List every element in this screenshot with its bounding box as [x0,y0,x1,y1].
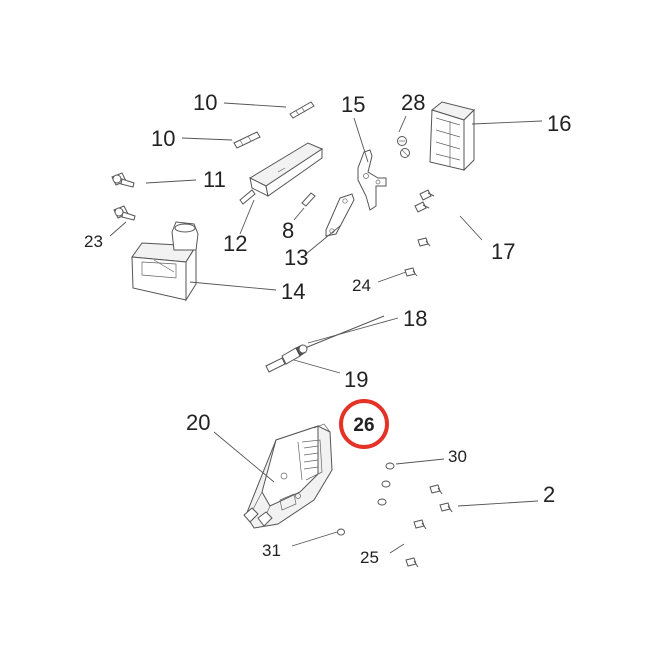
leader-lines [109,102,543,554]
callout-10-lower: 10 [151,126,175,151]
callout-20: 20 [186,410,210,435]
callout-19: 19 [344,367,368,392]
part-10-lower-pin [233,131,261,149]
part-14-bracket [131,221,199,302]
part-23-screw [113,205,136,221]
callout-18: 18 [403,306,427,331]
part-18-cable [299,315,385,351]
part-20-cover [243,423,333,529]
part-8-pin [301,192,316,207]
part-11-screw [111,172,135,188]
part-19-connector [265,344,308,373]
part-30-washers [377,462,395,506]
callout-14: 14 [281,279,305,304]
part-13-link [325,193,355,237]
part-16-module [429,101,475,172]
part-10-upper-pin [289,101,315,119]
callout-30: 30 [448,447,467,466]
callout-25: 25 [360,548,379,567]
callout-28: 28 [401,90,425,115]
callout-31: 31 [262,541,281,560]
highlight-callout-26[interactable]: 26 [339,399,389,449]
callout-2: 2 [543,482,555,507]
part-15-bracket [357,149,387,211]
callout-16: 16 [547,111,571,136]
callout-8: 8 [282,218,294,243]
callout-11: 11 [203,167,226,192]
callout-23: 23 [84,232,103,251]
part-12-housing [239,142,324,205]
callout-15: 15 [341,92,365,117]
callout-17: 17 [491,239,515,264]
part-31-washer [337,528,345,536]
part-28-clips [397,136,410,158]
part-24-screws [404,237,431,277]
part-2-screws [413,484,453,530]
callout-10-upper: 10 [193,90,217,115]
part-25-screw [405,557,419,568]
callout-26: 26 [353,415,374,436]
part-17-screws [414,189,435,213]
callout-24: 24 [352,276,371,295]
callout-12: 12 [223,231,247,256]
highlight-ring [339,399,389,449]
callout-13: 13 [284,245,308,270]
callout-labels: 10 10 11 23 12 8 13 14 15 28 16 17 24 18… [84,90,571,567]
